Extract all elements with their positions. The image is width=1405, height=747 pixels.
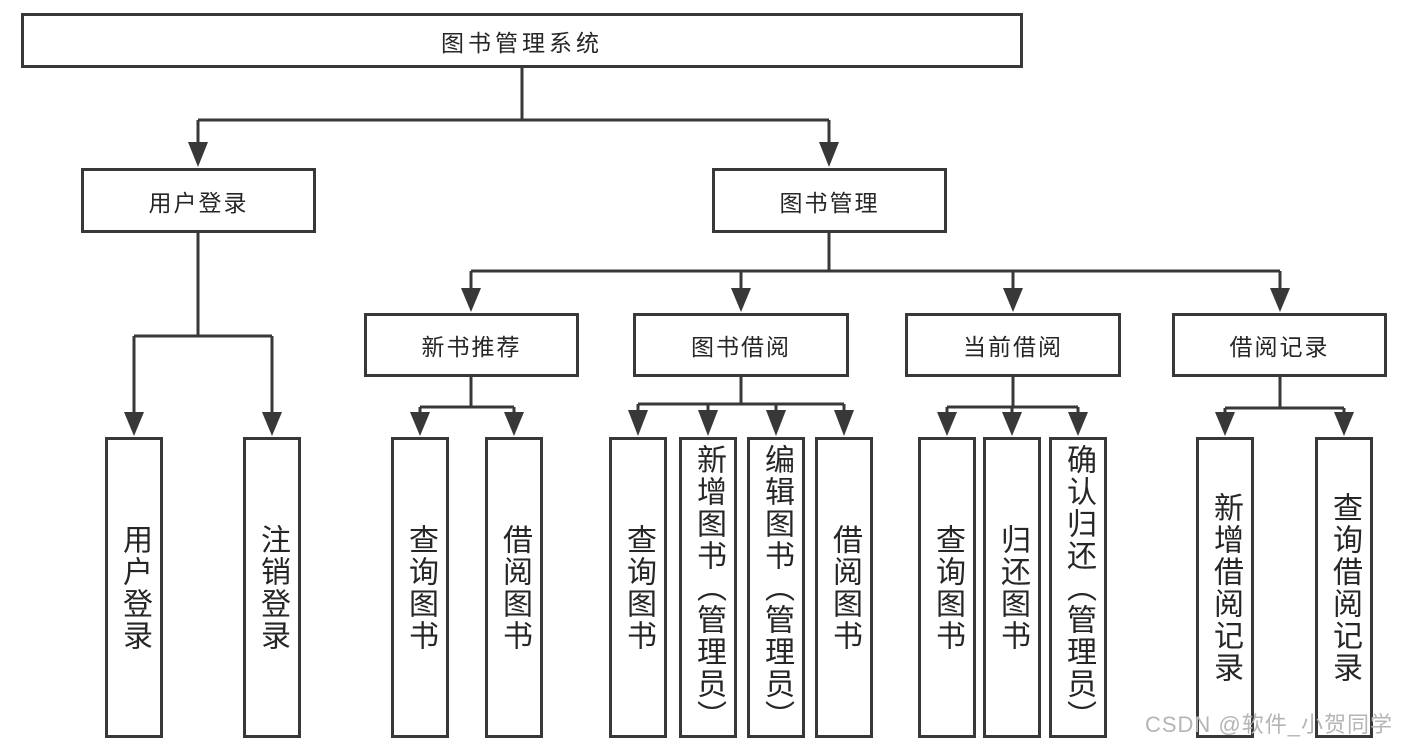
arrowhead-icon [937,412,957,436]
arrowhead-icon [188,142,208,167]
leaf-user-login: 用户登录 [105,437,163,738]
leaf-logout: 注销登录 [243,437,301,738]
arrowhead-icon [698,410,718,436]
arrowhead-icon [731,288,751,312]
node-book-borrow: 图书借阅 [633,313,849,377]
node-current-borrow: 当前借阅 [905,313,1121,377]
arrowhead-icon [1215,412,1235,436]
arrowhead-icon [504,412,524,436]
arrowhead-icon [819,142,839,167]
arrowhead-icon [628,410,648,436]
leaf-add-books-admin: 新增图书（管理员） [679,437,737,738]
arrowhead-icon [1334,412,1354,436]
node-borrow-records: 借阅记录 [1172,313,1387,377]
leaf-add-borrow-record: 新增借阅记录 [1196,437,1254,738]
arrowhead-icon [1003,288,1023,312]
arrowhead-icon [262,412,282,436]
node-root-system: 图书管理系统 [21,13,1023,68]
leaf-query-books-recommend: 查询图书 [391,437,449,738]
watermark: CSDN @软件_小贺同学 [1144,712,1393,737]
leaf-borrow-books-recommend: 借阅图书 [485,437,543,738]
leaf-borrow-books: 借阅图书 [815,437,873,738]
arrowhead-icon [766,410,786,436]
arrowhead-icon [1068,412,1088,436]
node-new-book-recommend: 新书推荐 [364,313,579,377]
leaf-query-books: 查询图书 [609,437,667,738]
arrowhead-icon [1270,288,1290,312]
node-user-login: 用户登录 [81,168,316,233]
arrowhead-icon [461,288,481,312]
arrowhead-icon [410,412,430,436]
leaf-edit-books-admin: 编辑图书（管理员） [747,437,805,738]
node-book-management: 图书管理 [712,168,947,233]
leaf-query-borrow-record: 查询借阅记录 [1315,437,1373,738]
arrowhead-icon [124,412,144,436]
leaf-return-books: 归还图书 [983,437,1041,738]
arrowhead-icon [834,410,854,436]
leaf-confirm-return-admin: 确认归还（管理员） [1049,437,1107,738]
arrowhead-icon [1002,412,1022,436]
leaf-query-books-current: 查询图书 [918,437,976,738]
